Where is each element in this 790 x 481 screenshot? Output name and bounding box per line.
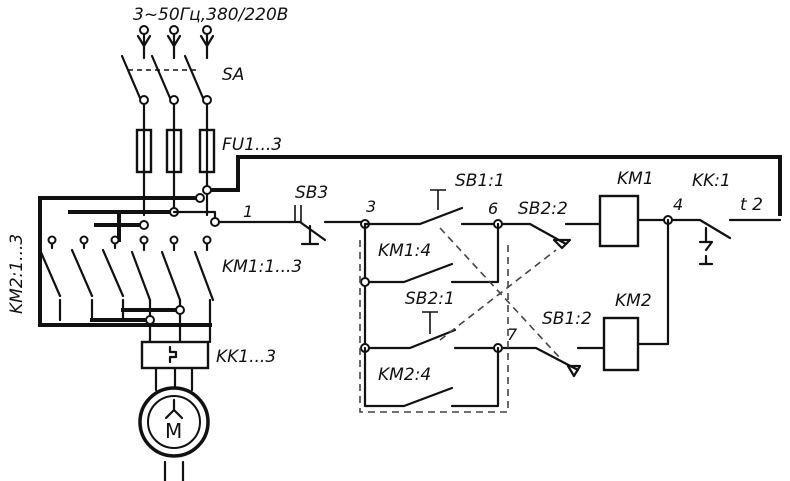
motor-label: M xyxy=(165,419,182,443)
km1-4-label: KM1:4 xyxy=(378,241,431,261)
sb1-1-label: SB1:1 xyxy=(455,171,505,191)
node-4-label: 4 xyxy=(673,195,683,214)
sb3-stop-button xyxy=(288,205,370,246)
node-7-label: 7 xyxy=(507,325,518,344)
kk-heater-label: KK1...3 xyxy=(216,347,276,367)
fu-label: FU1...3 xyxy=(222,135,282,155)
sb2-1-label: SB2:1 xyxy=(405,289,455,309)
km1-4-contact xyxy=(363,222,500,284)
sb3-label: SB3 xyxy=(295,183,328,203)
supply-terminals xyxy=(136,25,215,50)
power-buses xyxy=(38,193,212,327)
thermal-relay xyxy=(140,323,212,392)
rung-reverse xyxy=(360,218,670,378)
sa-label: SA xyxy=(222,65,244,85)
mechanical-linkage xyxy=(359,227,561,413)
sb1-2-label: SB1:2 xyxy=(542,309,592,329)
km2-main-contacts xyxy=(38,235,125,322)
node-6-label: 6 xyxy=(488,199,498,218)
control-line-1 xyxy=(172,210,292,227)
node-3-label: 3 xyxy=(366,197,376,216)
km2-coil-label: KM2 xyxy=(615,291,652,311)
km2-4-contact xyxy=(363,346,500,408)
km2-4-label: KM2:4 xyxy=(378,365,431,385)
motor xyxy=(138,386,210,481)
node-1-label: 1 xyxy=(243,202,253,221)
km1-main-contacts xyxy=(90,235,215,327)
km1-coil-label: KM1 xyxy=(617,169,654,189)
t-label: t 2 xyxy=(740,195,763,215)
km1-main-label: KM1:1...3 xyxy=(222,257,302,277)
kk-1-label: KK:1 xyxy=(692,171,731,191)
sb2-2-label: SB2:2 xyxy=(518,199,568,219)
control-supply-wire xyxy=(202,155,782,216)
km2-main-label: KM2:1...3 xyxy=(7,234,27,314)
sa-switch xyxy=(120,46,212,137)
rung-forward xyxy=(363,189,782,266)
supply-label: 3~50Гц,380/220В xyxy=(133,5,288,25)
